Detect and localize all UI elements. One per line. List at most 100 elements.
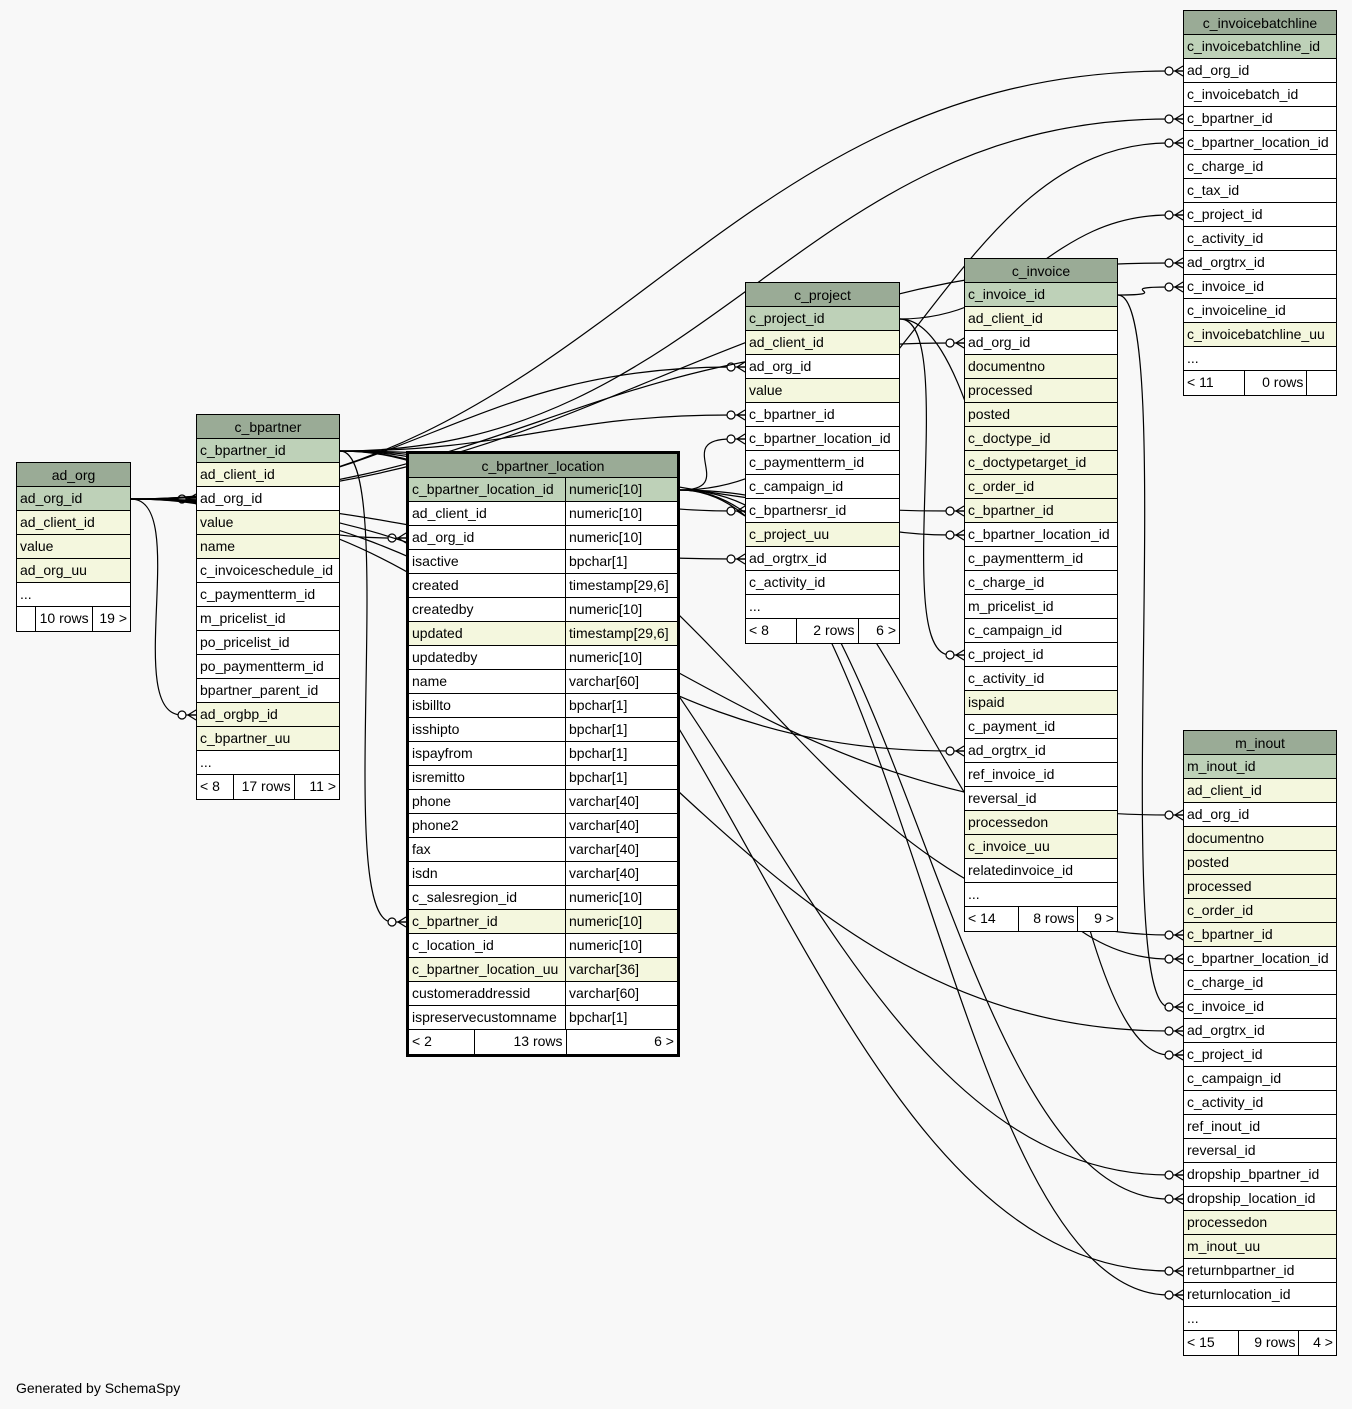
parents-count[interactable]: < 11 xyxy=(1187,374,1214,390)
column-row: dropship_bpartner_id xyxy=(1184,1163,1336,1187)
column-name: c_charge_id xyxy=(968,574,1045,590)
parents-count[interactable]: < 14 xyxy=(968,910,996,926)
row-count[interactable]: 9 rows xyxy=(1238,1331,1298,1355)
optional-marker xyxy=(1164,1050,1174,1060)
column-name: phone xyxy=(412,793,451,809)
parents-count[interactable]: < 8 xyxy=(200,778,220,794)
children-count[interactable]: 4 > xyxy=(1298,1331,1336,1355)
row-count[interactable]: 0 rows xyxy=(1244,371,1306,395)
column-name: c_activity_id xyxy=(968,670,1045,686)
children-count[interactable] xyxy=(1306,371,1336,395)
crows-foot-marker xyxy=(1174,929,1184,941)
children-count[interactable]: 6 > xyxy=(565,1030,677,1054)
column-name: value xyxy=(749,382,783,398)
parents-count[interactable] xyxy=(17,607,35,631)
generated-by-label: Generated by SchemaSpy xyxy=(16,1380,181,1396)
column-row: relatedinvoice_id xyxy=(965,859,1117,883)
column-name: relatedinvoice_id xyxy=(968,862,1074,878)
column-type: varchar[40] xyxy=(565,790,677,813)
column-name: m_inout_uu xyxy=(1187,1238,1261,1254)
column-type: bpchar[1] xyxy=(565,1006,677,1029)
column-row: ... xyxy=(1184,1307,1336,1331)
row-count[interactable]: 17 rows xyxy=(232,775,294,799)
column-row: c_invoice_id xyxy=(1184,995,1336,1019)
row-count[interactable]: 13 rows xyxy=(473,1030,566,1054)
relationship-line xyxy=(339,450,406,923)
column-row: ad_org_id xyxy=(17,487,130,511)
children-count[interactable]: 19 > xyxy=(91,607,130,631)
parents-count[interactable]: < 2 xyxy=(412,1033,432,1049)
table-title: c_invoice xyxy=(965,259,1117,283)
column-row: reversal_id xyxy=(1184,1139,1336,1163)
crows-foot-marker xyxy=(1174,1001,1184,1013)
parents-count[interactable]: < 8 xyxy=(749,622,769,638)
relationship-line xyxy=(899,318,964,656)
column-name: c_paymentterm_id xyxy=(200,586,316,602)
column-row: returnbpartner_id xyxy=(1184,1259,1336,1283)
column-type: varchar[60] xyxy=(565,670,677,693)
column-name: c_bpartnersr_id xyxy=(749,502,847,518)
row-count[interactable]: 2 rows xyxy=(796,619,857,643)
column-name: m_pricelist_id xyxy=(200,610,286,626)
column-row: m_pricelist_id xyxy=(197,607,339,631)
column-type: numeric[10] xyxy=(565,478,677,501)
column-type: numeric[10] xyxy=(565,886,677,909)
column-row: c_invoice_id xyxy=(1184,275,1336,299)
column-type: varchar[60] xyxy=(565,982,677,1005)
column-name: reversal_id xyxy=(968,790,1037,806)
table-title: c_invoicebatchline xyxy=(1184,11,1336,35)
column-name: c_bpartner_location_id xyxy=(1187,950,1329,966)
column-row: c_bpartner_id xyxy=(1184,107,1336,131)
crows-foot-marker xyxy=(1174,1025,1184,1037)
column-name: c_invoice_id xyxy=(968,286,1046,302)
column-row: c_bpartner_location_id xyxy=(746,427,899,451)
optional-marker xyxy=(1164,954,1174,964)
column-row: c_payment_id xyxy=(965,715,1117,739)
column-name: c_invoiceschedule_id xyxy=(200,562,334,578)
column-name: ad_org_id xyxy=(1187,62,1250,78)
column-name: c_doctype_id xyxy=(968,430,1051,446)
children-count[interactable]: 6 > xyxy=(857,619,899,643)
column-name: c_salesregion_id xyxy=(412,889,518,905)
children-count[interactable]: 11 > xyxy=(293,775,339,799)
column-name: c_bpartner_uu xyxy=(200,730,291,746)
column-name: ad_org_id xyxy=(968,334,1031,350)
column-name: ad_org_id xyxy=(412,529,475,545)
column-name: ... xyxy=(1187,350,1199,366)
column-name: ispaid xyxy=(968,694,1005,710)
column-name: ad_orgtrx_id xyxy=(749,550,827,566)
column-row: ... xyxy=(965,883,1117,907)
column-row: c_charge_id xyxy=(1184,971,1336,995)
optional-marker xyxy=(1164,210,1174,220)
optional-marker xyxy=(1164,1026,1174,1036)
column-row: c_bpartner_id xyxy=(197,439,339,463)
parents-count[interactable]: < 15 xyxy=(1187,1334,1215,1350)
column-name: posted xyxy=(968,406,1011,422)
column-name: createdby xyxy=(412,601,474,617)
row-count[interactable]: 8 rows xyxy=(1018,907,1077,931)
column-row: c_doctypetarget_id xyxy=(965,451,1117,475)
column-name: isactive xyxy=(412,553,459,569)
column-row: ad_client_id xyxy=(1184,779,1336,803)
column-name: ad_client_id xyxy=(412,505,487,521)
column-row: c_campaign_id xyxy=(965,619,1117,643)
optional-marker xyxy=(726,554,736,564)
column-name: posted xyxy=(1187,854,1230,870)
column-name: ad_orgtrx_id xyxy=(1187,1022,1265,1038)
column-row: c_campaign_id xyxy=(1184,1067,1336,1091)
row-count[interactable]: 10 rows xyxy=(34,607,92,631)
column-row: c_tax_id xyxy=(1184,179,1336,203)
column-row: po_paymentterm_id xyxy=(197,655,339,679)
table-title: c_bpartner_location xyxy=(409,454,677,478)
column-row: ad_orgtrx_id xyxy=(746,547,899,571)
column-row: c_order_id xyxy=(965,475,1117,499)
children-count[interactable]: 9 > xyxy=(1077,907,1117,931)
optional-marker xyxy=(945,746,955,756)
column-name: c_invoice_uu xyxy=(968,838,1050,854)
